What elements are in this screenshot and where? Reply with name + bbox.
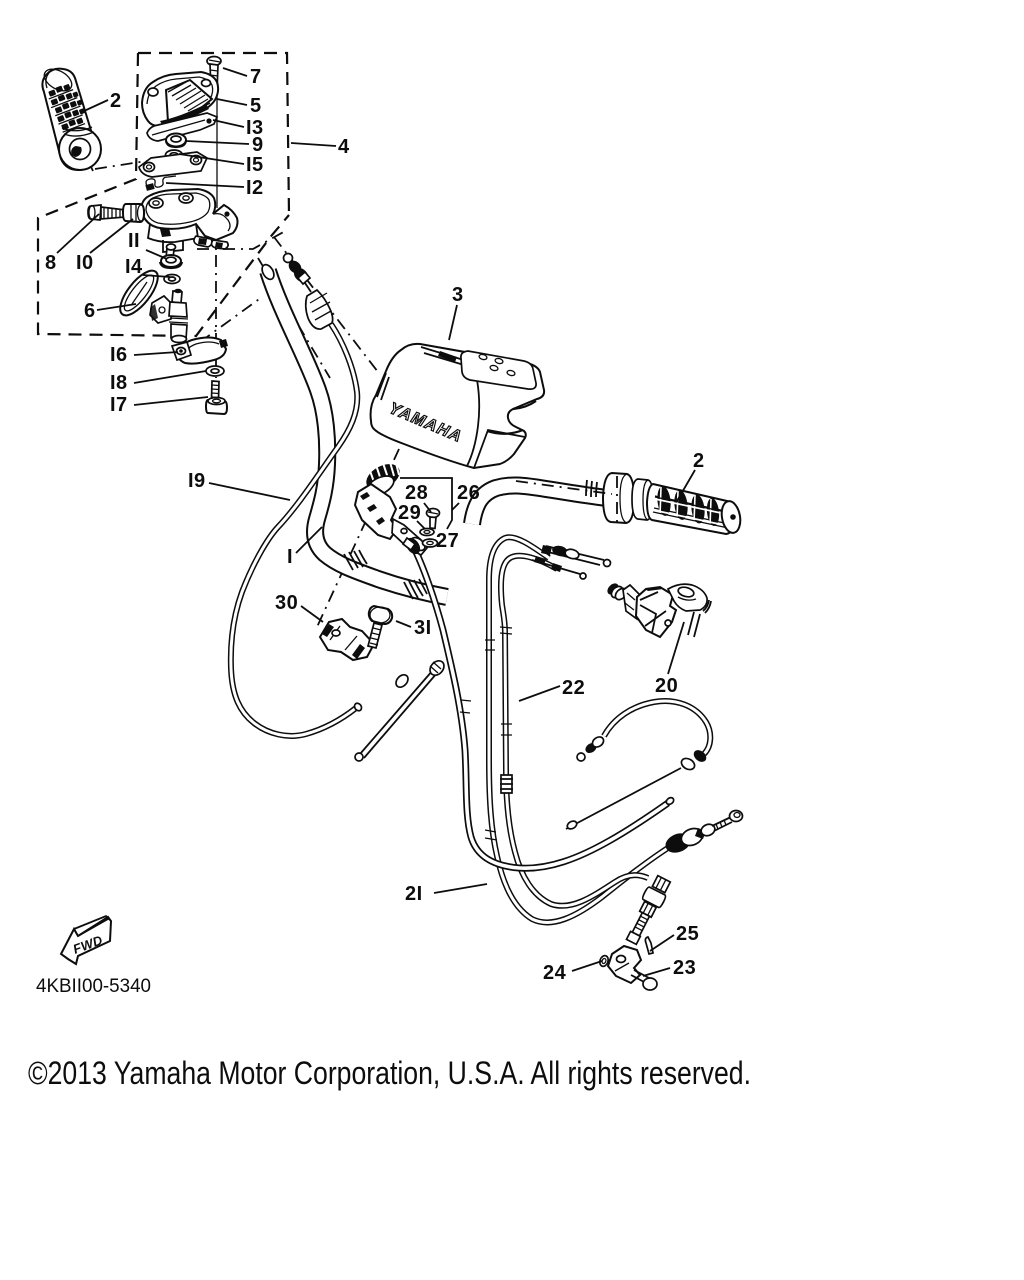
svg-text:I6: I6 <box>110 344 128 366</box>
svg-text:I9: I9 <box>188 470 206 492</box>
svg-text:I: I <box>287 546 293 568</box>
svg-text:20: 20 <box>655 675 678 697</box>
svg-text:I3: I3 <box>246 117 264 139</box>
svg-text:I4: I4 <box>125 256 143 278</box>
svg-text:2I: 2I <box>405 883 423 905</box>
svg-text:24: 24 <box>543 962 567 984</box>
svg-text:2: 2 <box>693 450 705 472</box>
svg-text:23: 23 <box>673 957 696 979</box>
svg-text:6: 6 <box>84 300 96 322</box>
svg-text:©2013 Yamaha Motor Corporation: ©2013 Yamaha Motor Corporation, U.S.A. A… <box>28 1055 751 1091</box>
svg-text:I7: I7 <box>110 394 128 416</box>
svg-text:26: 26 <box>457 482 480 504</box>
svg-text:4: 4 <box>338 136 350 158</box>
svg-text:2: 2 <box>110 90 122 112</box>
svg-text:30: 30 <box>275 592 298 614</box>
svg-text:9: 9 <box>252 134 264 156</box>
svg-text:3: 3 <box>452 284 464 306</box>
svg-text:28: 28 <box>405 482 428 504</box>
svg-text:5: 5 <box>250 95 262 117</box>
svg-text:27: 27 <box>436 530 459 552</box>
svg-text:4KBII00-5340: 4KBII00-5340 <box>36 976 151 997</box>
svg-text:22: 22 <box>562 677 585 699</box>
svg-text:29: 29 <box>398 502 421 524</box>
svg-text:I5: I5 <box>246 154 264 176</box>
svg-text:7: 7 <box>250 66 262 88</box>
svg-text:25: 25 <box>676 923 699 945</box>
svg-text:8: 8 <box>45 252 57 274</box>
svg-text:II: II <box>128 230 140 252</box>
svg-text:I0: I0 <box>76 252 94 274</box>
svg-text:I2: I2 <box>246 177 264 199</box>
svg-text:3I: 3I <box>414 617 432 639</box>
svg-text:I8: I8 <box>110 372 128 394</box>
